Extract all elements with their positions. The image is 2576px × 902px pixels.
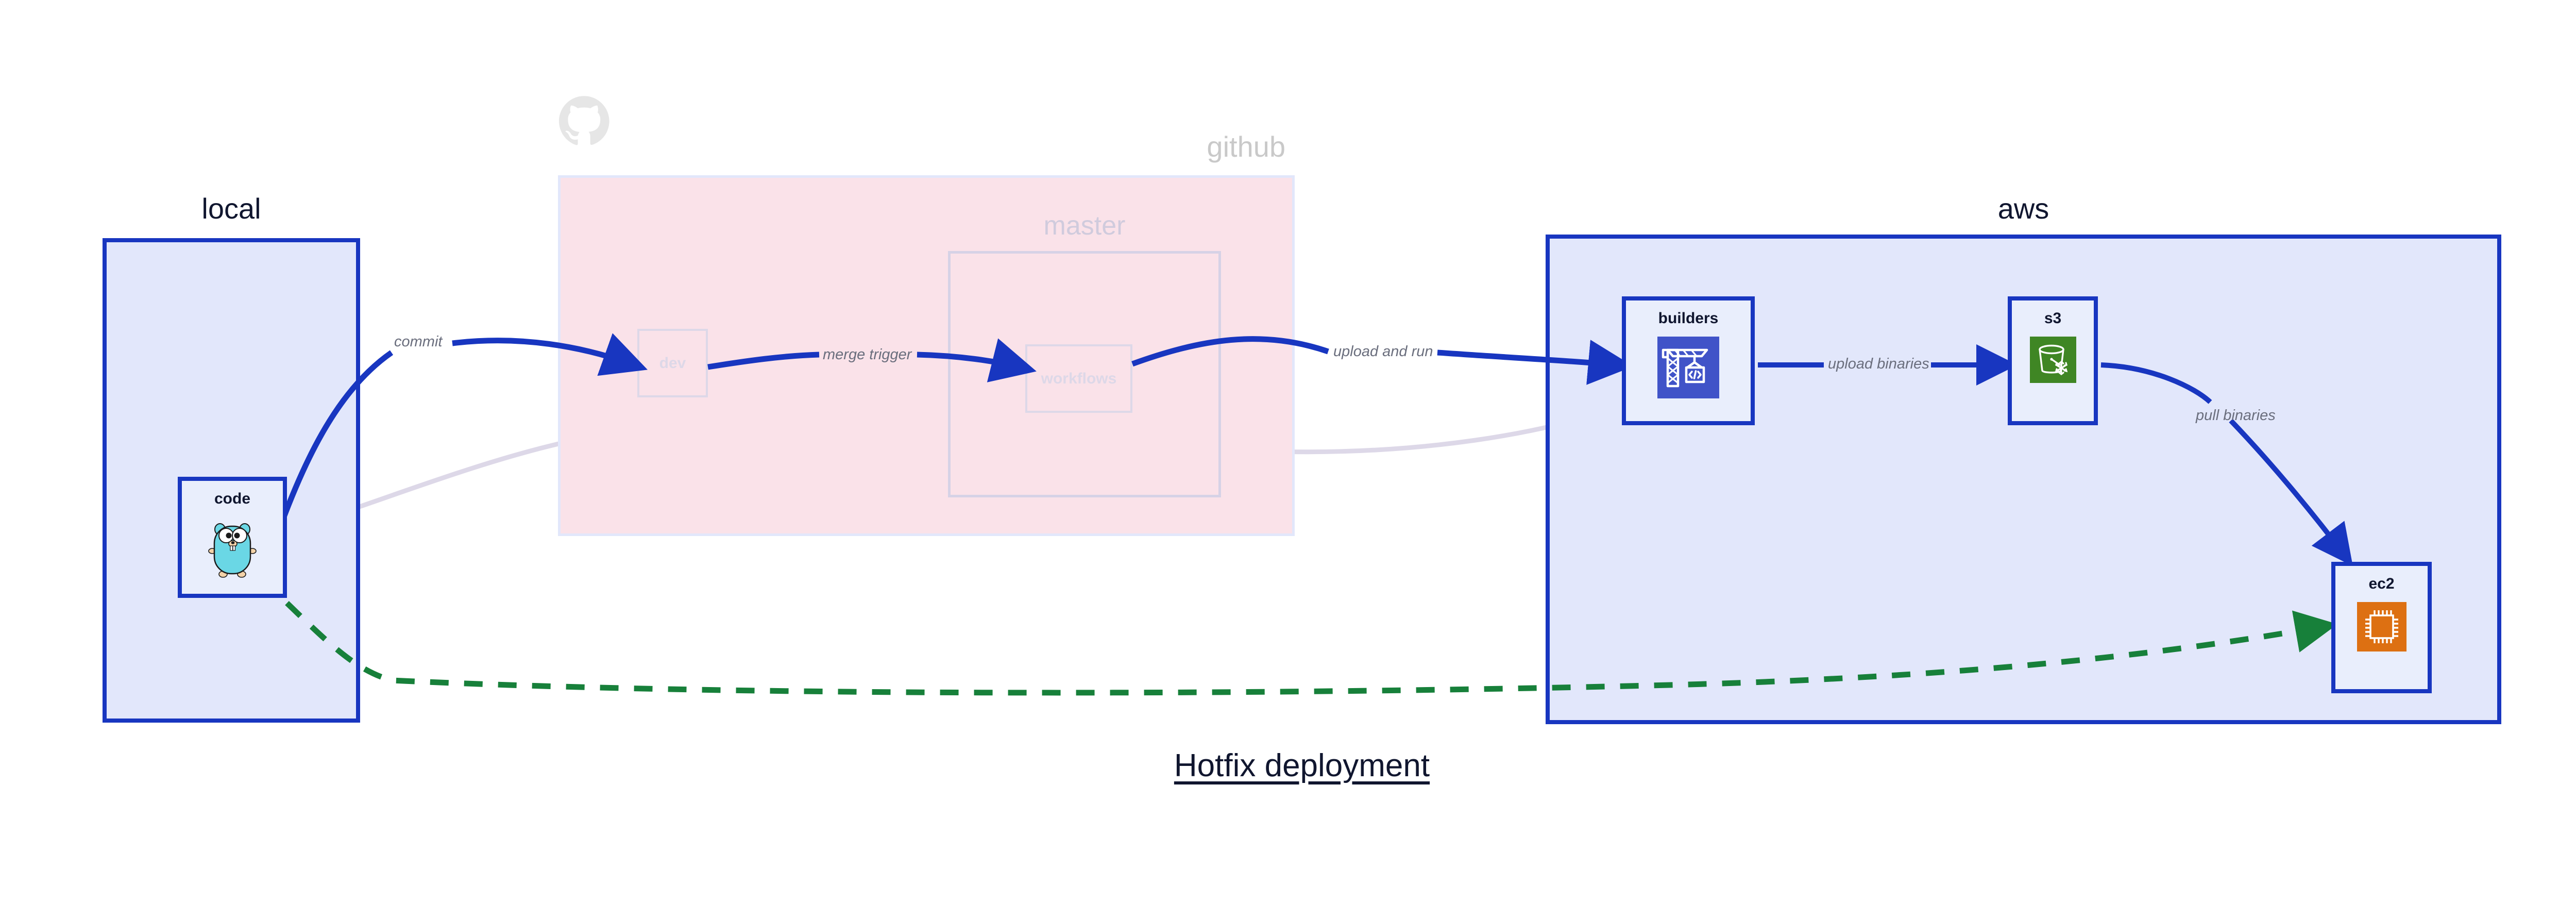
diagram-title: Hotfix deployment [1174,748,1430,783]
edge-label-upload-binaries: upload binaries [1828,356,1929,372]
edge-pull-binaries-segment-b [2229,419,2353,566]
node-s3[interactable]: s3 [2008,296,2098,425]
edge-hotfix-dashed [285,601,2338,696]
node-s3-label: s3 [2044,310,2062,327]
edge-label-upload-and-run: upload and run [1333,343,1433,360]
edge-upload-run-segment-b [1437,340,1634,385]
edge-merge-segment-a [707,352,820,370]
github-octocat-icon [559,96,609,145]
aws-ec2-chip-icon [2357,602,2406,654]
node-code-label: code [214,490,251,507]
edge-label-commit: commit [394,333,443,350]
edge-label-merge-trigger: merge trigger [823,346,912,363]
edge-upload-run-segment-a [1131,336,1329,367]
edge-pull-binaries-segment-a [2100,362,2212,404]
node-dev-label: dev [659,354,686,372]
cluster-aws-label: aws [1997,192,2049,225]
node-ec2-label: ec2 [2368,575,2395,592]
node-workflows-label: workflows [1041,370,1117,387]
edge-merge-segment-b [917,338,1037,382]
edge-commit-segment-b [452,333,648,376]
node-builders-label: builders [1658,310,1719,327]
cluster-local-label: local [201,192,261,225]
edge-commit-segment-a [270,350,394,547]
node-workflows[interactable]: workflows [1025,344,1132,413]
node-ec2[interactable]: ec2 [2331,562,2432,693]
cluster-master-label: master [1043,211,1126,241]
node-code[interactable]: code [178,477,287,598]
cluster-github-label: github [1207,130,1285,163]
aws-s3-glacier-bucket-icon [2029,337,2076,386]
edge-label-pull-binaries: pull binaries [2196,407,2276,424]
aws-codebuild-crane-icon [1657,337,1719,401]
go-gopher-icon [208,517,257,581]
node-builders[interactable]: builders [1622,296,1755,425]
cluster-master [948,251,1221,497]
